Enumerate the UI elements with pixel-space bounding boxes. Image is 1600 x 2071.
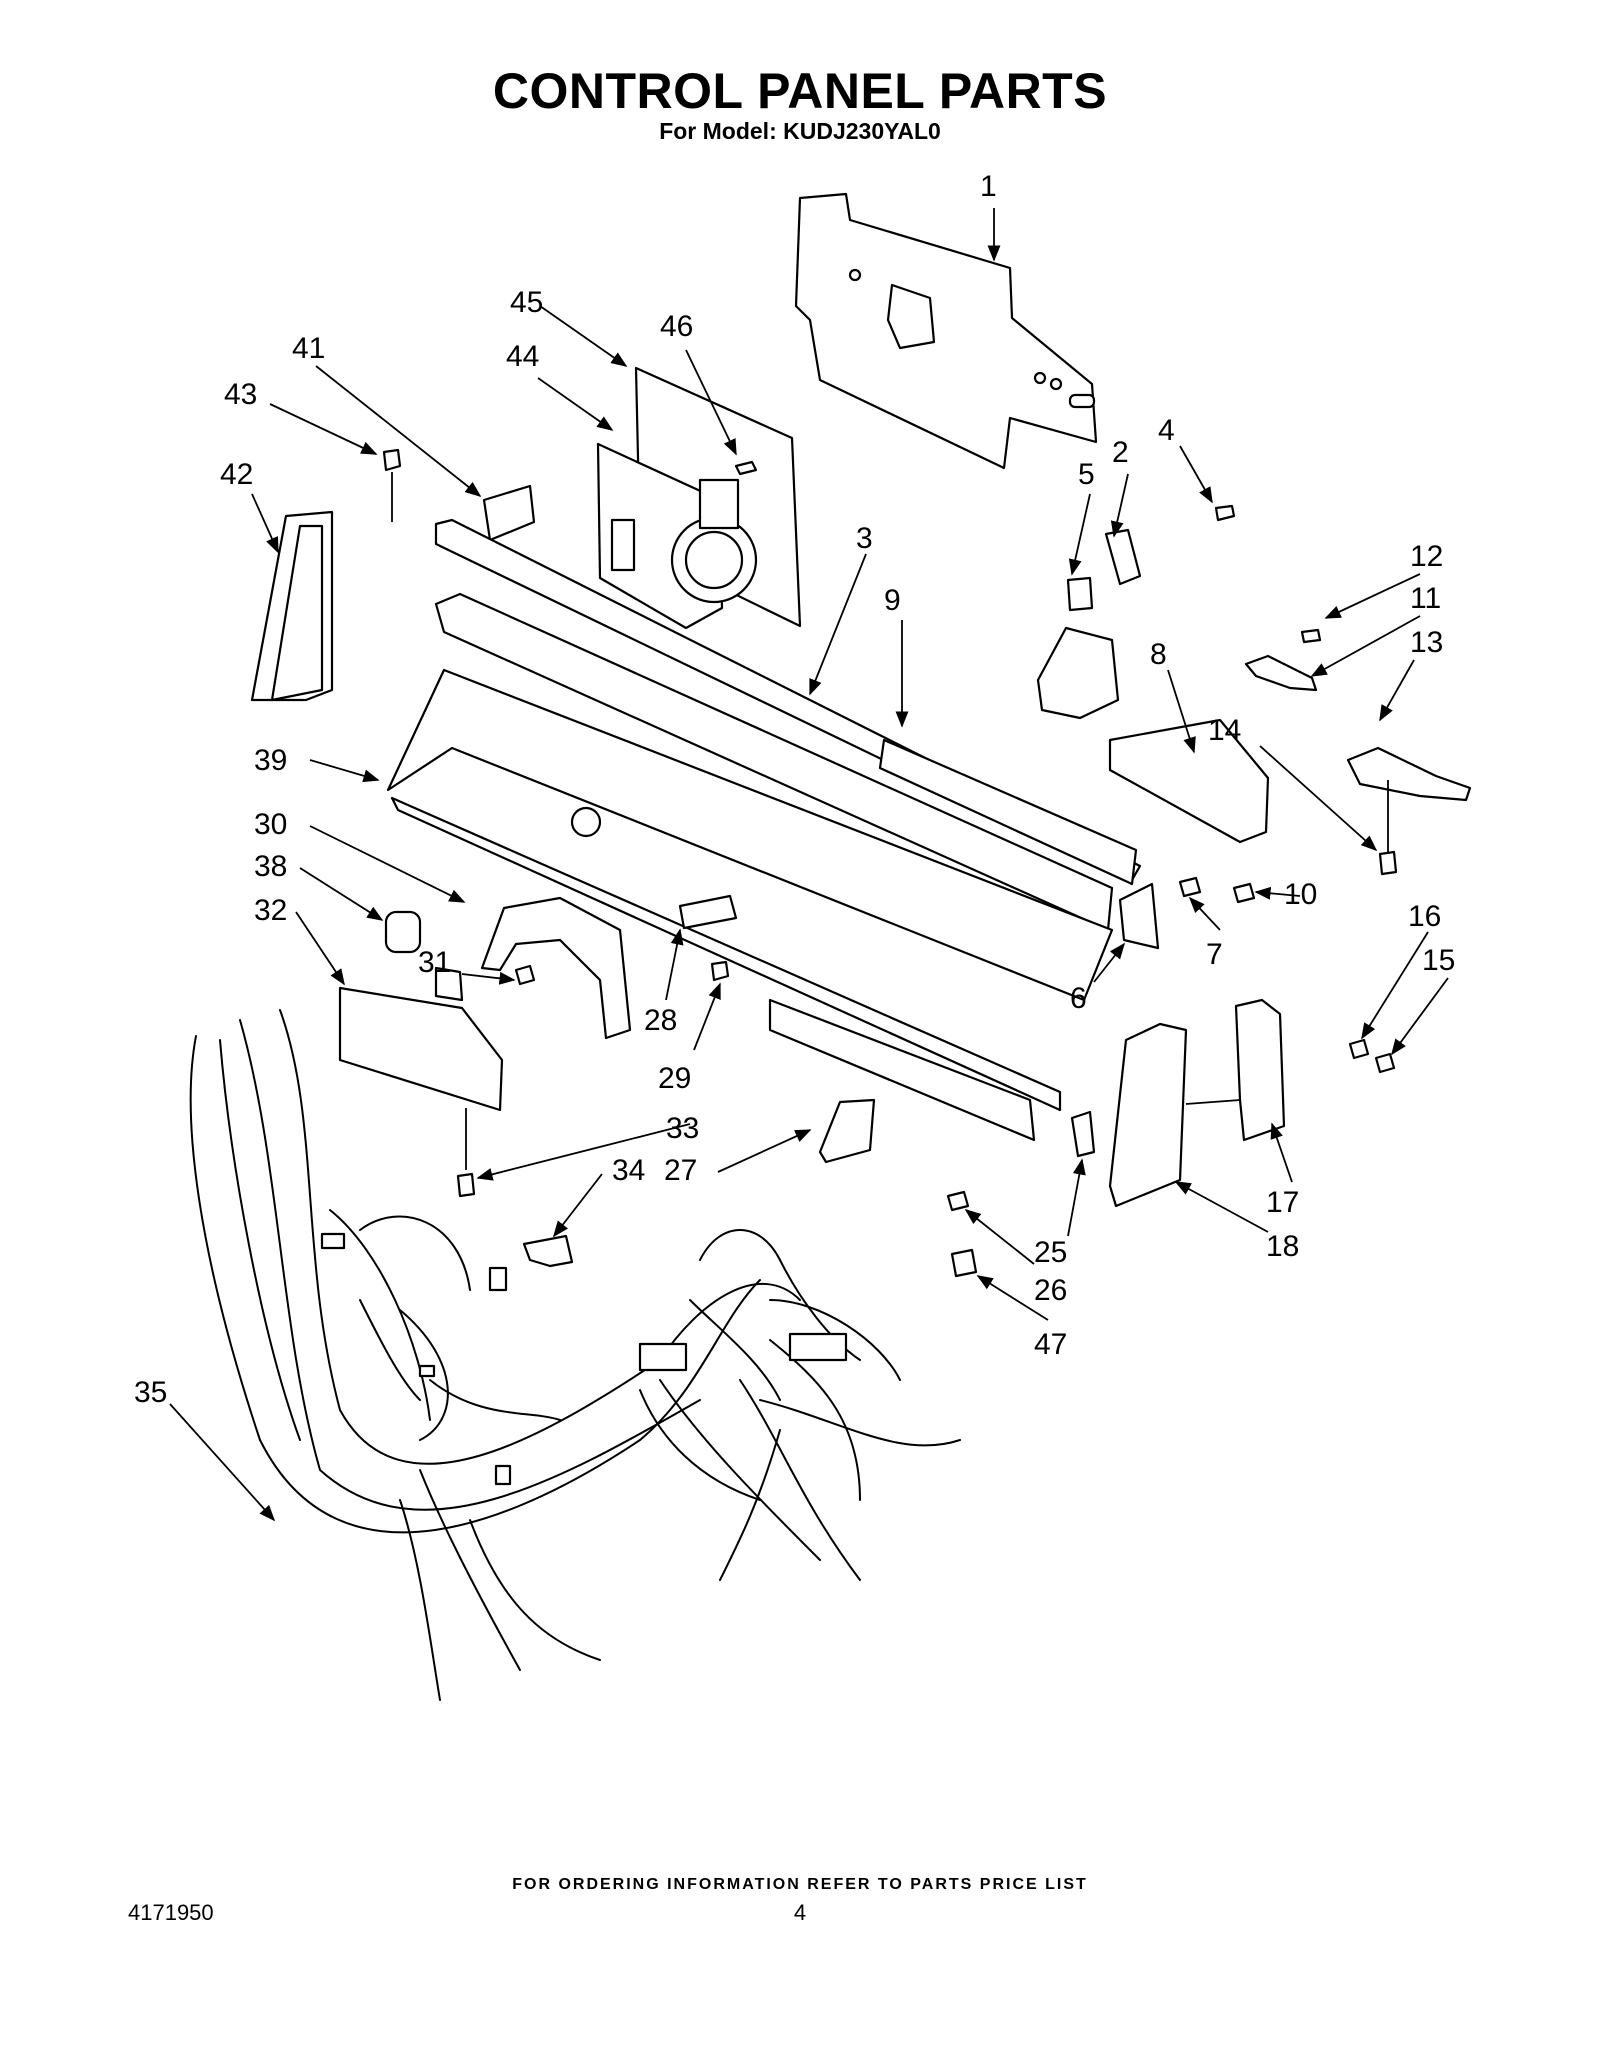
ordering-note: FOR ORDERING INFORMATION REFER TO PARTS … [512, 1876, 1088, 1893]
callout-17: 17 [1266, 1186, 1299, 1219]
part-1-cover-plate [794, 192, 1098, 470]
callout-6: 6 [1070, 982, 1087, 1015]
callout-4: 4 [1158, 414, 1175, 447]
callout-labels: 1 2 3 4 5 6 7 8 9 10 11 12 13 14 15 16 1… [134, 170, 1455, 1409]
callout-45: 45 [510, 286, 543, 319]
part-41-clip [482, 484, 536, 542]
callout-1: 1 [980, 170, 997, 203]
callout-34: 34 [612, 1154, 645, 1187]
callout-3: 3 [856, 522, 873, 555]
callout-29: 29 [658, 1062, 691, 1095]
callout-47: 47 [1034, 1328, 1067, 1361]
callout-11: 11 [1410, 582, 1441, 615]
part-5-2-switch [1036, 504, 1236, 720]
part-11-13-latch [1244, 628, 1472, 876]
callout-9: 9 [884, 584, 901, 617]
callout-26: 26 [1034, 1274, 1067, 1307]
callout-8: 8 [1150, 638, 1167, 671]
callout-42: 42 [220, 458, 253, 491]
callout-16: 16 [1408, 900, 1441, 933]
callout-38: 38 [254, 850, 287, 883]
part-25-26-47-clips [946, 1110, 1096, 1278]
callout-43: 43 [224, 378, 257, 411]
part-28-29-bracket [678, 894, 738, 982]
callout-41: 41 [292, 332, 325, 365]
leader-arrows [169, 208, 1449, 1522]
part-35-wire-harness [189, 1009, 961, 1701]
callout-15: 15 [1422, 944, 1455, 977]
callout-46: 46 [660, 310, 693, 343]
callout-5: 5 [1078, 458, 1095, 491]
part-44-45-timer [596, 366, 802, 630]
page-number: 4 [793, 1900, 807, 1925]
callout-2: 2 [1112, 436, 1129, 469]
callout-18: 18 [1266, 1230, 1299, 1263]
part-6-7-10-screws [1118, 876, 1256, 950]
part-32-housing [338, 966, 504, 1112]
callout-27: 27 [664, 1154, 697, 1187]
part-42-end-cap [250, 510, 334, 702]
callout-28: 28 [644, 1004, 677, 1037]
part-3-console-panel [386, 518, 1142, 1142]
callout-32: 32 [254, 894, 287, 927]
callout-30: 30 [254, 808, 287, 841]
callout-7: 7 [1206, 938, 1223, 971]
callout-13: 13 [1410, 626, 1443, 659]
document-number: 4171950 [128, 1900, 214, 1925]
callout-31: 31 [418, 946, 451, 979]
callout-12: 12 [1410, 540, 1443, 573]
model-subtitle: For Model: KUDJ230YAL0 [659, 118, 941, 144]
part-27-knob [818, 1098, 876, 1164]
callout-25: 25 [1034, 1236, 1067, 1269]
callout-35: 35 [134, 1376, 167, 1409]
callout-44: 44 [506, 340, 539, 373]
page-title: CONTROL PANEL PARTS [492, 63, 1108, 119]
callout-10: 10 [1284, 878, 1317, 911]
callout-14: 14 [1208, 714, 1241, 747]
part-30-bezel [384, 806, 632, 1040]
part-43-screw [382, 448, 402, 522]
part-17-18-end-cap [1108, 998, 1396, 1208]
part-8-rail [1108, 718, 1270, 844]
callout-33: 33 [666, 1112, 699, 1145]
callout-39: 39 [254, 744, 287, 777]
part-33-34-fasteners [456, 1108, 574, 1268]
